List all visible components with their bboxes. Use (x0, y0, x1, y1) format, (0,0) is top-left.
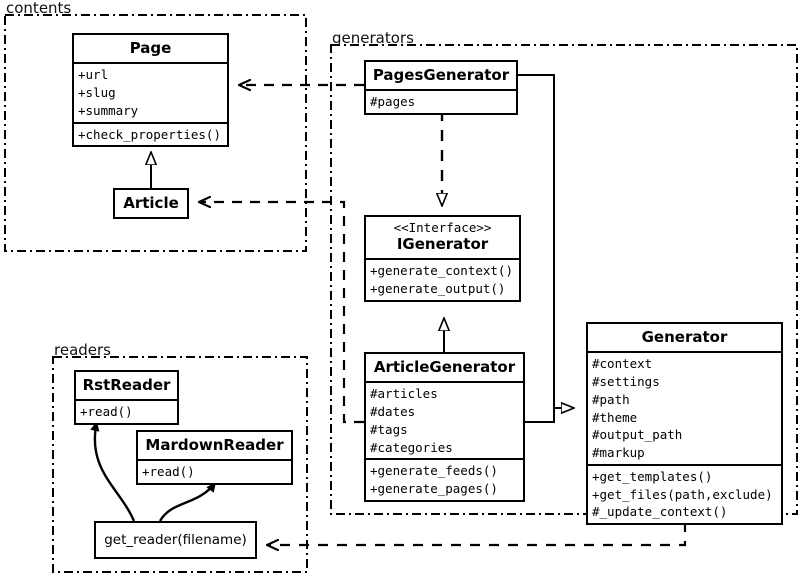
relation-pagesgenerator-generalizes-generator (518, 74, 555, 408)
class-name-page: Page (129, 39, 172, 57)
package-border-generators (330, 44, 798, 515)
class-operations-igenerator: +generate_context() +generate_output() (366, 258, 519, 300)
attribute-row: +summary (78, 102, 139, 118)
class-operations-page: +check_properties() (74, 121, 227, 146)
relation-getreader-returns-rstreader (90, 420, 136, 522)
operation-row: +generate_pages() (370, 481, 498, 496)
class-box-articlegenerator[interactable]: ArticleGenerator #articles #dates #tags … (364, 352, 525, 502)
attribute-row: #markup (592, 445, 645, 460)
operation-row: +check_properties() (78, 126, 221, 142)
operation-row: +get_files(path,exclude) (592, 486, 773, 502)
package-label-generators: generators (332, 29, 414, 47)
package-border-contents (4, 14, 307, 252)
attribute-row: +slug (78, 85, 116, 100)
class-box-article[interactable]: Article (113, 188, 189, 220)
operation-row: +generate_feeds() (370, 463, 498, 479)
package-label-readers: readers (54, 341, 111, 359)
class-name-pagesgenerator: PagesGenerator (372, 66, 510, 84)
class-box-mardownreader[interactable]: MardownReader +read() (136, 430, 293, 485)
attribute-row: #output_path (592, 427, 683, 443)
operation-row: +read() (142, 464, 195, 480)
class-box-page[interactable]: Page +url +slug +summary +check_properti… (72, 33, 229, 148)
relation-generator-depends-getreader (267, 503, 687, 545)
class-name-generator: Generator (641, 328, 728, 346)
class-name-mardownreader: MardownReader (145, 436, 284, 454)
class-attributes-articlegenerator: #articles #dates #tags #categories (366, 381, 523, 458)
function-label-get-reader: get_reader(filename) (104, 532, 247, 548)
class-stereotype-igenerator: <<Interface>> (393, 220, 492, 235)
class-box-igenerator[interactable]: <<Interface>> IGenerator +generate_conte… (364, 215, 521, 302)
attribute-row: #theme (592, 409, 638, 425)
class-attributes-page: +url +slug +summary (74, 62, 227, 121)
class-attributes-pagesgenerator: #pages (366, 89, 516, 113)
attribute-row: +url (78, 67, 109, 83)
class-box-generator[interactable]: Generator #context #settings #path #them… (586, 322, 783, 525)
relation-getreader-returns-mardownreader (158, 481, 217, 522)
operation-row: +read() (80, 404, 133, 420)
class-name-igenerator: IGenerator (396, 234, 489, 253)
attribute-row: #pages (370, 94, 416, 110)
class-name-article: Article (123, 194, 179, 212)
operation-row: +get_templates() (592, 468, 713, 484)
attribute-row: #categories (370, 439, 453, 455)
operation-row: +generate_context() (370, 263, 513, 278)
class-box-rstreader[interactable]: RstReader +read() (74, 370, 179, 425)
operation-row: +generate_output() (370, 280, 506, 296)
class-operations-generator: +get_templates() +get_files(path,exclude… (588, 463, 781, 523)
class-box-pagesgenerator[interactable]: PagesGenerator #pages (364, 60, 518, 115)
attribute-row: #path (592, 391, 630, 407)
relation-articlegenerator-generalizes-generator (525, 408, 574, 423)
attribute-row: #tags (370, 421, 408, 437)
class-name-rstreader: RstReader (82, 376, 171, 394)
package-label-contents: contents (6, 0, 72, 17)
class-name-articlegenerator: ArticleGenerator (373, 358, 516, 376)
class-attributes-generator: #context #settings #path #theme #output_… (588, 351, 781, 464)
class-operations-articlegenerator: +generate_feeds() +generate_pages() (366, 458, 523, 500)
attribute-row: #articles (370, 386, 438, 402)
operation-row: #_update_context() (592, 504, 728, 520)
function-box-get-reader[interactable]: get_reader(filename) (94, 521, 257, 559)
relation-articlegenerator-depends-article (199, 202, 364, 424)
class-operations-rstreader: +read() (76, 399, 177, 423)
class-operations-mardownreader: +read() (138, 459, 291, 483)
attribute-row: #dates (370, 404, 416, 419)
attribute-row: #context (592, 356, 653, 372)
package-border-readers (52, 356, 308, 573)
attribute-row: #settings (592, 374, 660, 389)
